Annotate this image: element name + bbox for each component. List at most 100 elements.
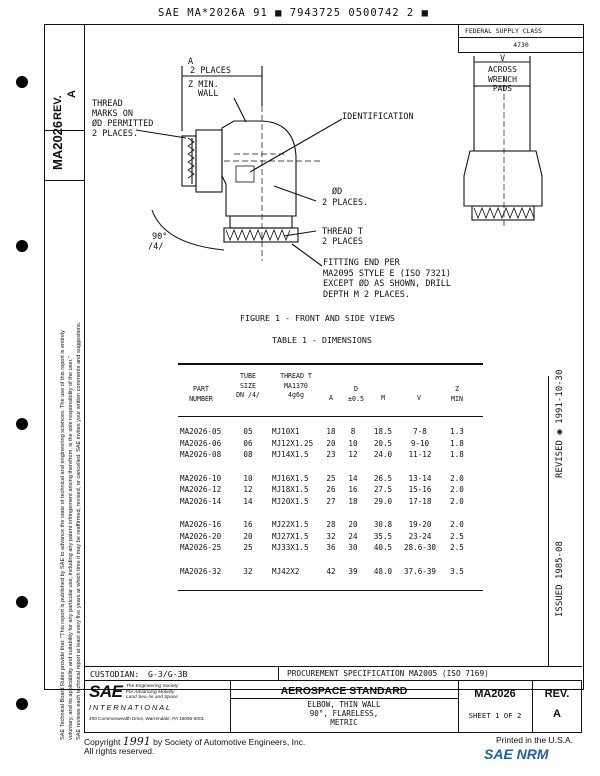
fsc-box: FEDERAL SUPPLY CLASS 4730 xyxy=(458,24,583,53)
cell-part: MA2026-06 xyxy=(180,438,222,448)
cell-z: 1.8 xyxy=(450,450,464,459)
cell-d: 20 xyxy=(348,520,358,529)
aerospace-standard-heading: AEROSPACE STANDARD xyxy=(280,685,408,697)
cell-a: 36 xyxy=(326,543,336,552)
margin-rev-value: A xyxy=(66,90,78,98)
cell-m: 30.8 xyxy=(373,520,393,529)
cell-thread: MJ12X1.25 xyxy=(272,438,314,448)
cell-v: 17-18 xyxy=(408,496,432,506)
cell-v: 37.6-39 xyxy=(403,566,436,576)
cell-tube: 14 xyxy=(243,496,253,506)
cell-m: 18.5 xyxy=(373,427,393,436)
issued-date: ISSUED 1985-08 xyxy=(555,541,565,617)
angle-ref-label: /4/ xyxy=(148,242,164,252)
cell-tube: 10 xyxy=(243,473,253,483)
a-dimension-label: A xyxy=(188,57,194,67)
cell-a: 32 xyxy=(326,531,336,541)
cell-a: 27 xyxy=(326,496,336,506)
sae-nrm-logo: SAE NRM xyxy=(484,746,549,762)
revised-date: REVISED ◉ 1991-10-30 xyxy=(555,369,565,478)
fsc-label: FEDERAL SUPPLY CLASS xyxy=(465,27,542,35)
cell-d: 16 xyxy=(348,485,358,494)
cell-d: 30 xyxy=(348,543,358,552)
side-view-body xyxy=(463,150,543,207)
cell-z: 2.0 xyxy=(450,485,464,494)
cell-d: 8 xyxy=(350,427,356,436)
cell-part: MA2026-32 xyxy=(180,566,222,576)
sheet-number: SHEET 1 OF 2 xyxy=(468,711,522,720)
disclaimer-line: SAE Technical Board Rules provide that: … xyxy=(60,329,66,740)
cell-tube: 06 xyxy=(243,438,253,448)
copyright-line: Copyright 1991 by Society of Automotive … xyxy=(84,735,306,748)
cell-v: 19-20 xyxy=(408,520,432,529)
left-margin-column xyxy=(44,24,85,690)
punch-hole xyxy=(16,418,28,430)
cell-m: 40.5 xyxy=(373,543,393,552)
cell-d: 24 xyxy=(348,531,358,541)
cell-d: 39 xyxy=(348,566,358,576)
cell-part: MA2026-16 xyxy=(180,520,222,529)
disclaimer-line: voluntary, and its applicability and sui… xyxy=(68,356,74,740)
cell-thread: MJ10X1 xyxy=(272,427,300,436)
custodian-label: CUSTODIAN: xyxy=(90,669,140,679)
elbow-body xyxy=(221,120,297,217)
cell-m: 29.0 xyxy=(373,496,393,506)
cell-v: 9-10 xyxy=(410,438,430,448)
identification-label: IDENTIFICATION xyxy=(342,112,414,122)
header-a: A xyxy=(329,394,333,402)
cell-z: 2.5 xyxy=(450,531,464,541)
cell-thread: MJ27X1.5 xyxy=(272,531,309,541)
cell-z: 2.0 xyxy=(450,496,464,506)
cell-part: MA2026-10 xyxy=(180,473,222,483)
cell-tube: 32 xyxy=(243,566,253,576)
table-header-rule xyxy=(178,416,483,418)
figure-caption: FIGURE 1 - FRONT AND SIDE VIEWS xyxy=(240,313,395,323)
cell-m: 27.5 xyxy=(373,485,393,494)
sae-address: 400 Commonwealth Drive, Warrendale, PA 1… xyxy=(89,716,205,721)
title-doc-number: MA2026 xyxy=(474,688,516,700)
cell-a: 42 xyxy=(326,566,336,576)
cell-tube: 25 xyxy=(243,543,253,552)
cell-d: 18 xyxy=(348,496,358,506)
cell-a: 20 xyxy=(326,438,336,448)
punch-hole xyxy=(16,76,28,88)
cell-z: 1.3 xyxy=(450,427,464,436)
cell-a: 26 xyxy=(326,485,336,494)
margin-rev-label: REV. xyxy=(52,95,64,120)
cell-z: 1.8 xyxy=(450,438,464,448)
cell-v: 15-16 xyxy=(408,485,432,494)
title-rev-value: A xyxy=(553,708,561,720)
od-label: ØD xyxy=(332,187,343,197)
cell-v: 23-24 xyxy=(408,531,432,541)
table-bottom-rule xyxy=(178,590,483,592)
sae-international: INTERNATIONAL xyxy=(89,703,172,712)
z-min-label: Z MIN. xyxy=(188,80,219,90)
cell-d: 10 xyxy=(348,438,358,448)
cell-part: MA2026-14 xyxy=(180,496,222,506)
across-wrench-pads-note: ACROSS WRENCH PADS xyxy=(488,65,517,93)
cell-v: 11-12 xyxy=(408,450,432,459)
procurement-spec: PROCUREMENT SPECIFICATION MA2005 (ISO 71… xyxy=(287,669,489,678)
header-m: M xyxy=(381,394,385,402)
punch-hole xyxy=(16,240,28,252)
cell-part: MA2026-08 xyxy=(180,450,222,459)
thread-t-places-label: 2 PLACES xyxy=(322,237,363,247)
cell-z: 2.0 xyxy=(450,520,464,529)
punch-hole xyxy=(16,596,28,608)
cell-v: 13-14 xyxy=(408,473,432,483)
custodian-value: G-3/G-3B xyxy=(148,669,188,679)
od-places-label: 2 PLACES. xyxy=(322,198,369,208)
wall-label: WALL xyxy=(198,89,219,99)
dimensions-table-top-rule xyxy=(178,363,483,365)
cell-m: 48.0 xyxy=(373,566,393,576)
cell-d: 12 xyxy=(348,450,358,459)
cell-z: 2.5 xyxy=(450,543,464,552)
cell-a: 28 xyxy=(326,520,336,529)
cell-m: 20.5 xyxy=(373,438,393,448)
cell-thread: MJ33X1.5 xyxy=(272,543,309,552)
cell-thread: MJ42X2 xyxy=(272,566,300,576)
v-dimension-label: V xyxy=(500,54,506,64)
cell-thread: MJ18X1.5 xyxy=(272,485,309,494)
cell-m: 26.5 xyxy=(373,473,393,483)
